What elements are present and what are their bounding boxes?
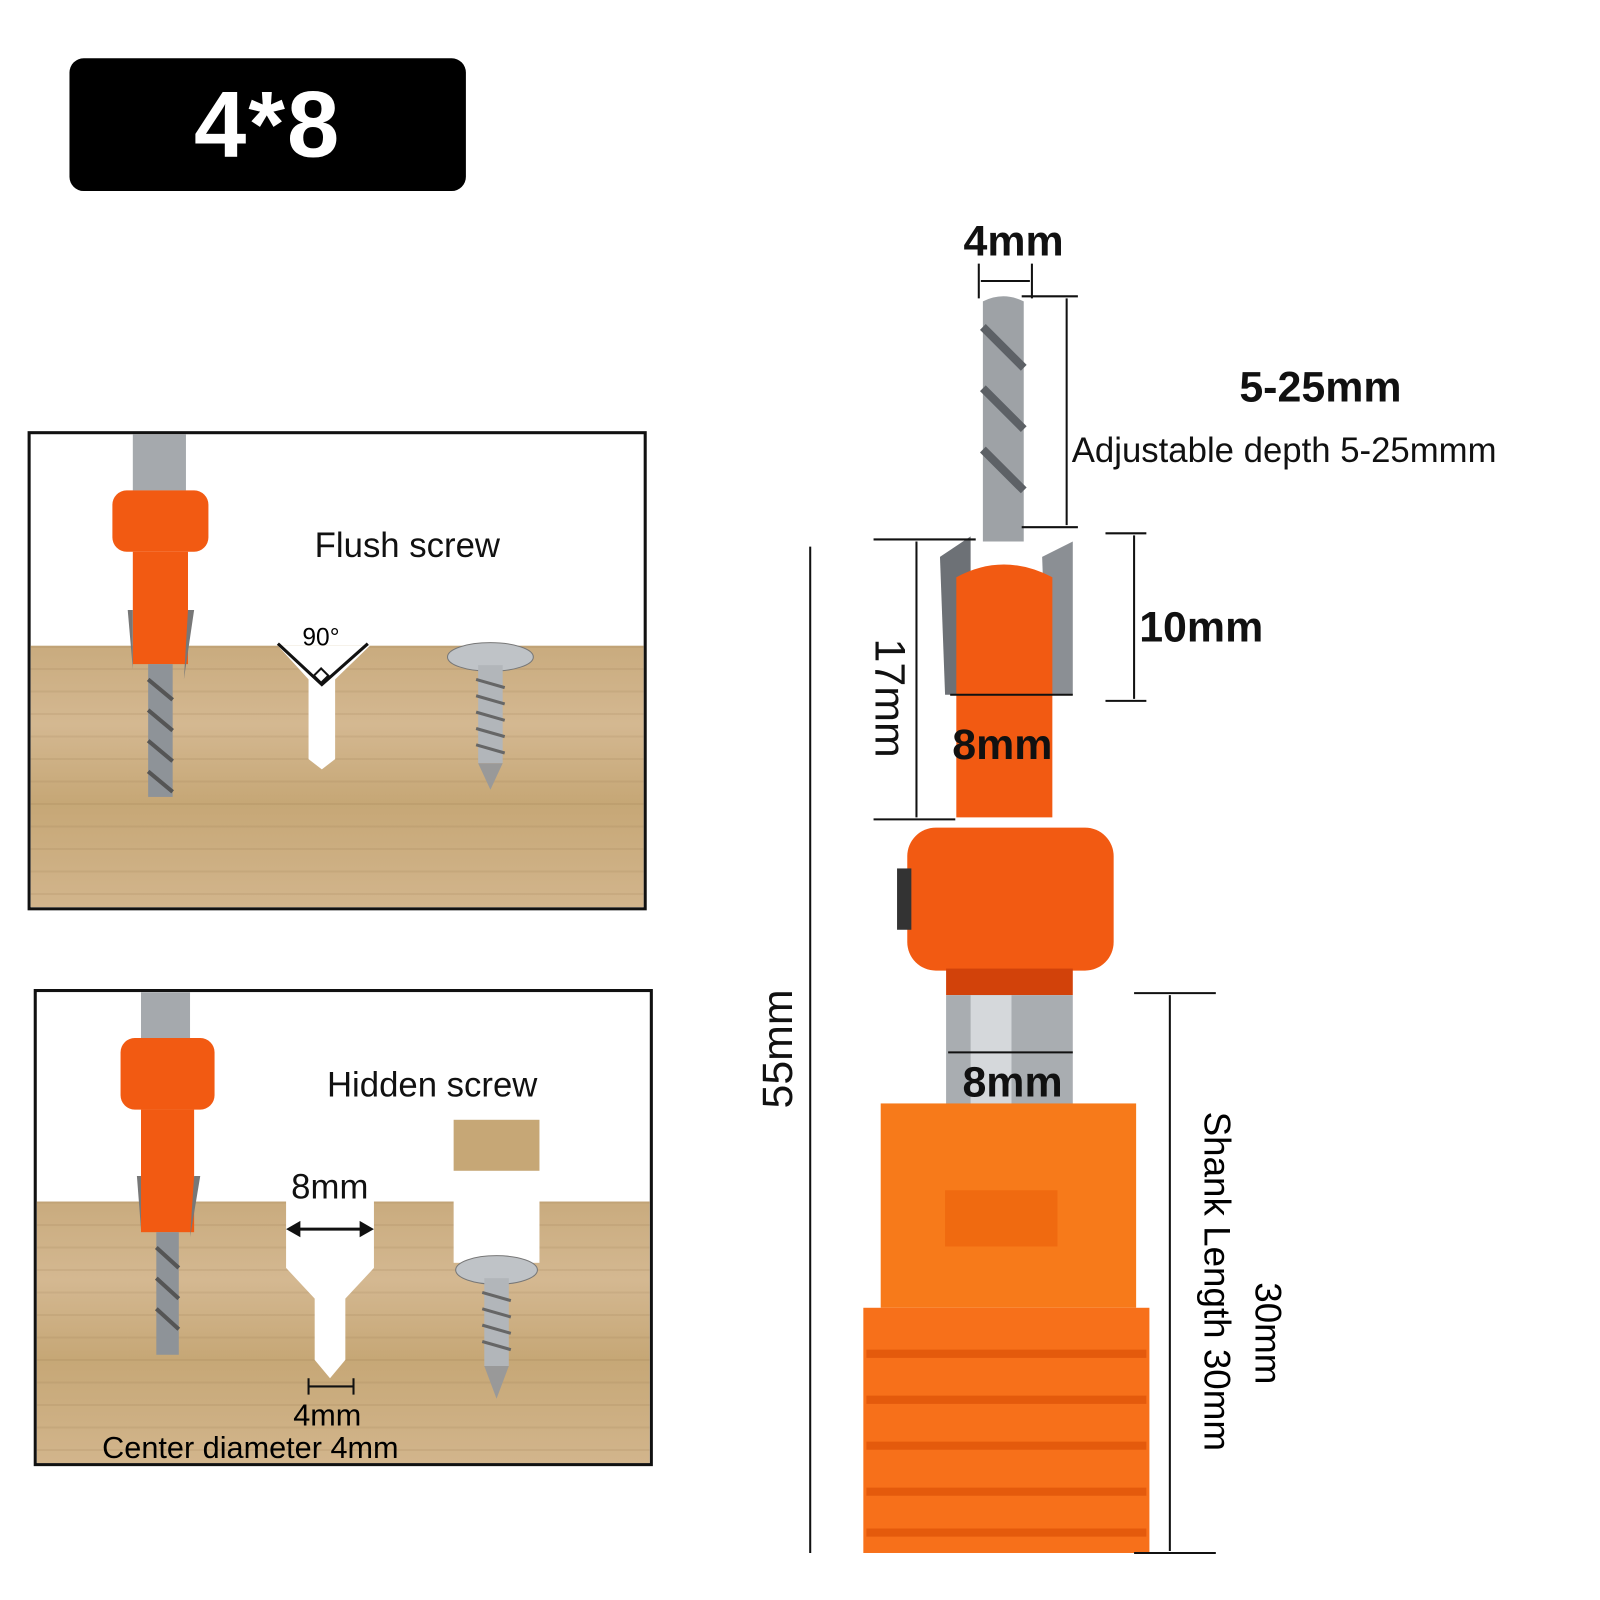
flush-diagram [112, 434, 534, 797]
size-badge: 4*8 [69, 58, 466, 192]
hidden-diagram [120, 992, 540, 1399]
drill-bit-icon [112, 434, 209, 797]
shank-length-caption: Shank Length 30mm [1196, 1111, 1239, 1452]
wood-block [30, 645, 644, 908]
counterbore-hole [286, 1201, 374, 1395]
countersink-diameter-label: 8mm [952, 720, 1053, 769]
hole-width-label: 8mm [291, 1167, 369, 1207]
depth-range-label: 5-25mm [1239, 362, 1402, 411]
tip-diameter-label: 4mm [963, 216, 1064, 265]
shank-length-label: 30mm [1247, 1282, 1290, 1385]
flush-screw-panel: Flush screw 90° [27, 431, 647, 911]
countersink-hole [276, 642, 370, 770]
packaging-box [863, 1103, 1150, 1553]
flush-screw-title: Flush screw [314, 526, 500, 566]
shank-diameter-label: 8mm [962, 1057, 1063, 1106]
hidden-screw-title: Hidden screw [326, 1065, 538, 1105]
hidden-screw-panel: Hidden screw 8mm 4mm Center diameter 4mm [33, 989, 653, 1467]
drill-bit-icon [120, 992, 215, 1355]
angle-label: 90° [302, 624, 340, 652]
screw-icon [446, 642, 534, 790]
countersink-drill-bit [809, 263, 1216, 1555]
tip-width-label: 4mm [293, 1398, 362, 1433]
dimension-lines [809, 263, 1216, 1555]
center-diameter-label: Center diameter 4mm [102, 1431, 399, 1466]
total-length-label: 55mm [752, 989, 802, 1109]
depth-caption: Adjustable depth 5-25mmm [1071, 431, 1497, 470]
countersink-length-label: 17mm [866, 638, 915, 758]
cutter-height-label: 10mm [1139, 602, 1264, 651]
drill-tip-icon [979, 296, 1027, 542]
screw-icon [453, 1119, 540, 1399]
